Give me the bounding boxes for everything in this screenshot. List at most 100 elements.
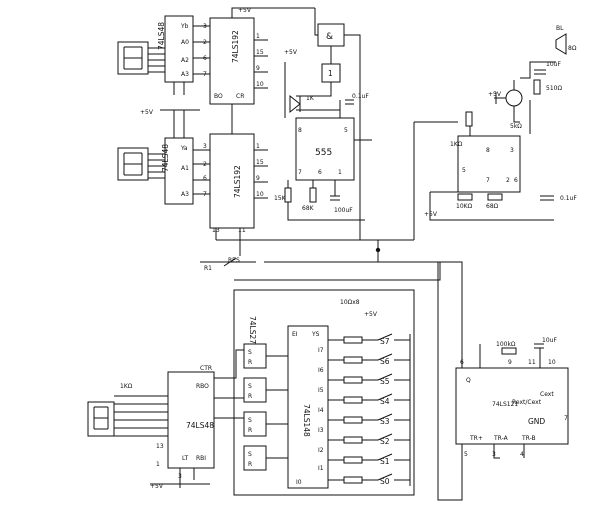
switch-label-s3[interactable]: S4 <box>380 397 390 406</box>
switch-label-s7[interactable]: S0 <box>380 477 390 486</box>
transistor-icon <box>505 89 523 107</box>
pullup-resistor <box>343 456 363 464</box>
vcc-label: +5V <box>284 49 298 56</box>
latch-block: 74LS279 S R S R S R S R <box>233 289 415 496</box>
pullup-resistor <box>343 396 363 404</box>
resistor-label: 68K <box>302 205 315 212</box>
chip-74ls121-block: 74LS121 Q Rext/Cext Cext TR+ TR-A TR-B G… <box>378 261 569 501</box>
svg-text:6: 6 <box>514 177 518 184</box>
pin-label: RBO <box>196 383 209 390</box>
pin-label: GND <box>528 417 545 426</box>
svg-text:3: 3 <box>203 23 207 30</box>
note-label: RES <box>228 257 240 264</box>
chip-74ls121 <box>455 367 569 445</box>
resistor-label: 15K <box>274 195 287 202</box>
resistor-label: 1KΩ <box>450 141 463 148</box>
svg-text:2: 2 <box>203 161 207 168</box>
chip-label: 74LS279 <box>248 316 257 349</box>
pin-label: TR-A <box>493 435 509 442</box>
vcc-label: +5V <box>424 211 438 218</box>
chip-label: 74LS148 <box>302 404 311 437</box>
svg-text:6: 6 <box>318 169 322 176</box>
chip-74ls48-lower <box>164 137 194 205</box>
pin-label: CTR <box>200 365 212 372</box>
svg-text:6: 6 <box>203 55 207 62</box>
pin-label: A1 <box>181 165 189 172</box>
pin-label: CR <box>236 93 244 100</box>
switch-label-s6[interactable]: S1 <box>380 457 390 466</box>
pullup-resistor <box>343 476 363 484</box>
pin-label: R <box>248 461 252 468</box>
bus-wires: R1 <box>204 240 441 281</box>
vcc-label: +5V <box>488 91 502 98</box>
pin-label: RBI <box>196 455 206 462</box>
capacitor-label: 10uF <box>546 61 561 68</box>
svg-text:2: 2 <box>506 177 510 184</box>
pin-label: Yb <box>180 23 189 30</box>
gate-label: 1 <box>328 69 333 78</box>
switch-contact <box>362 333 410 341</box>
switch-label-s4[interactable]: S3 <box>380 417 390 426</box>
svg-text:7: 7 <box>486 177 490 184</box>
pin-label: TR-B <box>521 435 536 442</box>
svg-text:10: 10 <box>256 81 264 88</box>
chip-label: 74LS48 <box>161 144 170 172</box>
svg-text:3: 3 <box>203 143 207 150</box>
chip-74ls48-upper <box>164 15 194 83</box>
resistor-label: 100kΩ <box>496 341 516 348</box>
svg-text:1: 1 <box>338 169 342 176</box>
vcc-label: +5V <box>140 109 154 116</box>
encoder-block: 74LS148 EI YS I7 I6 I5 I4 I3 I2 I1 I0 10… <box>287 299 378 489</box>
switch-label-s1[interactable]: S6 <box>380 357 390 366</box>
svg-text:9: 9 <box>508 359 512 366</box>
capacitor-label: 0.1uF <box>352 93 369 100</box>
pin-label: I5 <box>318 387 324 394</box>
resistor-label: 510Ω <box>546 85 562 92</box>
chip-74ls48-driver <box>167 371 215 469</box>
switch-label-s5[interactable]: S2 <box>380 437 390 446</box>
pin-label: R <box>248 359 252 366</box>
svg-text:9: 9 <box>256 175 260 182</box>
pin-label: TR+ <box>469 435 483 442</box>
pin-label: I4 <box>318 407 324 414</box>
svg-text:2: 2 <box>203 39 207 46</box>
switch-contact <box>362 453 410 461</box>
pin-label: I1 <box>318 465 324 472</box>
svg-text:5: 5 <box>464 451 468 458</box>
switch-contact <box>362 473 410 481</box>
svg-text:4: 4 <box>520 451 524 458</box>
pullup-resistor <box>343 356 363 364</box>
pin-label: I7 <box>318 347 324 354</box>
pin-label: Rext/Cext <box>512 399 542 406</box>
svg-text:9: 9 <box>256 65 260 72</box>
svg-text:15: 15 <box>256 49 264 56</box>
svg-text:10: 10 <box>256 191 264 198</box>
pin-label: S <box>248 349 252 356</box>
pullup-resistor <box>343 336 363 344</box>
pin-label: S <box>248 451 252 458</box>
svg-text:3: 3 <box>510 147 514 154</box>
svg-text:7: 7 <box>203 71 207 78</box>
pullup-resistor <box>343 416 363 424</box>
svg-text:7: 7 <box>564 415 568 422</box>
pin-label: I3 <box>318 427 324 434</box>
monostable-block: 8 3 5 7 2 6 1KΩ 10KΩ 68Ω 0.1uF +5V +5V 5… <box>378 25 577 241</box>
svg-text:8: 8 <box>298 127 302 134</box>
switch-contact <box>362 393 410 401</box>
resistor-label: 1KΩ <box>120 383 133 390</box>
resistor-label: R1 <box>204 265 212 272</box>
pin-label: YS <box>311 331 320 338</box>
resistor-label: 8Ω <box>568 45 577 52</box>
switch-label-s2[interactable]: S5 <box>380 377 390 386</box>
pin-label: S <box>248 383 252 390</box>
switch-label-s0[interactable]: S7 <box>380 337 390 346</box>
chip-timer-right <box>457 135 521 193</box>
pin-label: LT <box>182 455 189 462</box>
svg-text:1: 1 <box>256 33 260 40</box>
resistor-label: 10Ωx8 <box>340 299 360 306</box>
svg-text:5: 5 <box>462 167 466 174</box>
display-driver-block: 1KΩ 74LS48 RBO LT RBI CTR 13 1 3 +5V <box>87 349 246 490</box>
svg-text:7: 7 <box>203 191 207 198</box>
svg-text:6: 6 <box>203 175 207 182</box>
